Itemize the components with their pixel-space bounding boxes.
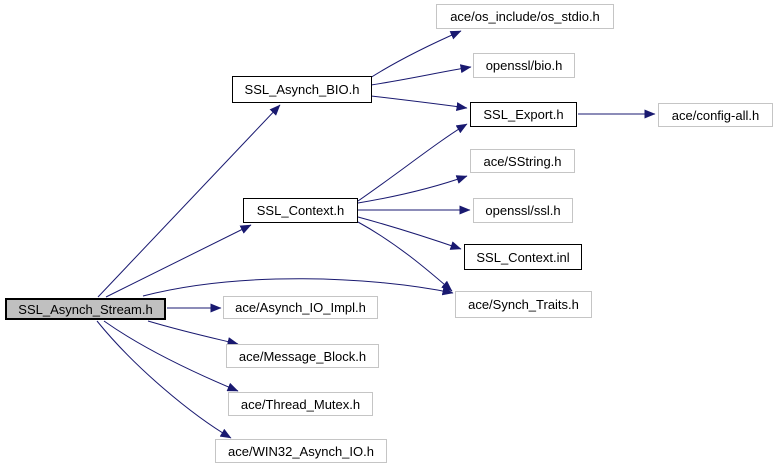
edge-stream-to-asynch-bio (97, 104, 281, 298)
node-ace-os-include-os-stdio-h: ace/os_include/os_stdio.h (436, 4, 614, 29)
node-ace-sstring-h: ace/SString.h (470, 149, 575, 173)
node-ace-asynch-io-impl-h: ace/Asynch_IO_Impl.h (223, 296, 378, 319)
node-openssl-ssl-h: openssl/ssl.h (473, 198, 573, 223)
node-ssl-context-h[interactable]: SSL_Context.h (243, 198, 358, 223)
edge-stream-to-context (105, 224, 252, 298)
node-ace-message-block-h: ace/Message_Block.h (226, 344, 379, 368)
node-ace-synch-traits-h: ace/Synch_Traits.h (455, 291, 592, 318)
edge-context-to-context-inl (357, 216, 462, 250)
edge-stream-to-win32-asynch-io (96, 320, 232, 439)
node-ace-win32-asynch-io-h: ace/WIN32_Asynch_IO.h (215, 439, 387, 463)
node-ace-thread-mutex-h: ace/Thread_Mutex.h (228, 392, 373, 416)
node-ssl-context-inl[interactable]: SSL_Context.inl (464, 244, 582, 270)
edge-stream-to-message-block (147, 320, 239, 346)
edge-context-to-sstring (357, 175, 468, 204)
node-openssl-bio-h: openssl/bio.h (473, 53, 575, 78)
edge-stream-to-synch-traits (142, 278, 454, 297)
edge-asynch-bio-to-openssl-bio (370, 64, 472, 86)
edge-asynch-bio-to-os-stdio (369, 30, 462, 79)
edge-asynch-bio-to-ssl-export (370, 95, 468, 112)
node-ssl-asynch-stream-h: SSL_Asynch_Stream.h (5, 298, 166, 320)
edge-stream-to-thread-mutex (103, 320, 239, 392)
edge-context-to-synch-traits (357, 221, 453, 292)
edge-context-to-ssl-export (357, 123, 468, 202)
node-ssl-asynch-bio-h[interactable]: SSL_Asynch_BIO.h (232, 76, 372, 103)
node-ace-config-all-h: ace/config-all.h (658, 103, 773, 127)
node-ssl-export-h[interactable]: SSL_Export.h (470, 102, 577, 127)
